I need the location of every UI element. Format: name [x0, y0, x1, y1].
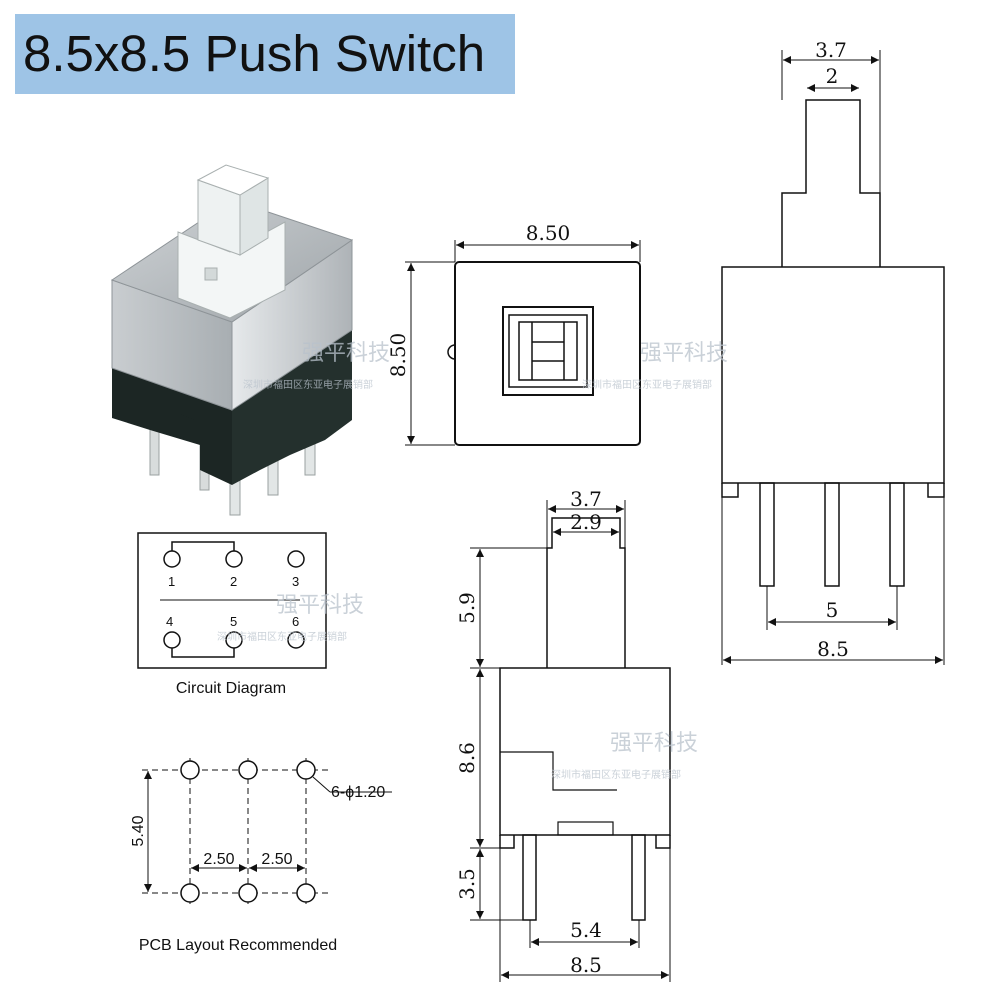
watermark-name-2: 强平科技	[640, 341, 728, 366]
front-pin-height-label: 3.5	[455, 868, 479, 900]
watermark-sub-1: 深圳市福田区东亚电子展销部	[243, 378, 373, 391]
watermark-2: 强平科技 深圳市福田区东亚电子展销部	[582, 341, 728, 391]
front-body-width-label: 8.5	[570, 953, 602, 977]
watermark-sub-3: 深圳市福田区东亚电子展销部	[217, 630, 347, 643]
front-pin-spacing-label: 5.4	[570, 918, 602, 942]
front-view-drawing: 3.7 2.9 5.9 8.6 3.5 5.4 8.5	[455, 487, 671, 982]
side-inner-width-label: 2	[826, 64, 839, 88]
top-view-drawing: 8.50 8.50	[386, 221, 641, 446]
side-top-width-label: 3.7	[815, 38, 847, 62]
circuit-diagram: 1 2 3 4 5 6 Circuit Diagram	[137, 532, 327, 697]
pin-4-label: 4	[166, 614, 173, 629]
watermark-sub-4: 深圳市福田区东亚电子展销部	[551, 768, 681, 781]
front-inner-width-label: 2.9	[570, 510, 602, 534]
product-illustration	[110, 164, 354, 516]
front-top-width-label: 3.7	[570, 487, 602, 511]
watermark-1: 强平科技 深圳市福田区东亚电子展销部	[243, 341, 390, 391]
top-width-label: 8.50	[526, 221, 571, 245]
side-view-drawing: 3.7 2 5 8.5	[721, 38, 945, 665]
front-body-height-label: 8.6	[455, 742, 479, 774]
watermark-sub-2: 深圳市福田区东亚电子展销部	[582, 378, 712, 391]
col-spacing-1-label: 2.50	[203, 851, 234, 868]
col-spacing-2-label: 2.50	[261, 851, 292, 868]
page-title: 8.5x8.5 Push Switch	[23, 25, 486, 82]
watermark-4: 强平科技 深圳市福田区东亚电子展销部	[551, 731, 698, 781]
pcb-caption: PCB Layout Recommended	[139, 937, 337, 954]
pcb-layout: 6-ϕ1.20 5.40 2.50 2.50 PCB Layout Recomm…	[130, 758, 392, 954]
row-spacing-label: 5.40	[130, 815, 147, 846]
watermark-name-3: 强平科技	[276, 593, 364, 618]
pin-2-label: 2	[230, 574, 237, 589]
watermark-name-1: 强平科技	[302, 341, 390, 366]
pin-6-label: 6	[292, 614, 299, 629]
pin-5-label: 5	[230, 614, 237, 629]
side-pin-spacing-label: 5	[826, 598, 839, 622]
pin-1-label: 1	[168, 574, 175, 589]
top-height-label: 8.50	[386, 333, 410, 378]
pin-3-label: 3	[292, 574, 299, 589]
hole-spec-label: 6-ϕ1.20	[331, 784, 385, 801]
title-banner: 8.5x8.5 Push Switch	[15, 14, 515, 94]
circuit-caption: Circuit Diagram	[176, 680, 286, 697]
front-plunger-height-label: 5.9	[455, 592, 479, 624]
watermark-name-4: 强平科技	[610, 731, 698, 756]
watermark-3: 强平科技 深圳市福田区东亚电子展销部	[217, 593, 364, 643]
side-body-width-label: 8.5	[817, 637, 849, 661]
